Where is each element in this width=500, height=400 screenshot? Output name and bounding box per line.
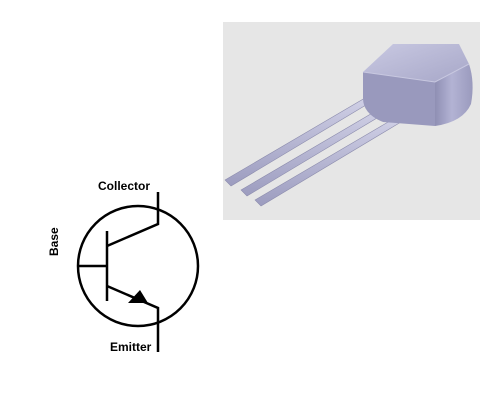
collector-label: Collector — [98, 179, 151, 193]
npn-transistor-symbol — [76, 192, 200, 352]
package-top — [363, 44, 469, 82]
transistor-package-render — [223, 22, 480, 220]
base-label: Base — [47, 227, 61, 256]
lead-pin-2 — [240, 107, 388, 197]
emitter-label: Emitter — [110, 340, 152, 354]
emitter-lead — [106, 284, 160, 352]
package-body — [362, 44, 473, 126]
emitter-arrow — [128, 290, 148, 303]
lead-pins — [224, 97, 402, 207]
package-flat-face — [363, 72, 435, 126]
lead-pin-3 — [254, 117, 402, 207]
collector-lead — [106, 192, 160, 248]
to92-package-illustration — [224, 44, 473, 207]
package-round-side — [435, 64, 473, 126]
